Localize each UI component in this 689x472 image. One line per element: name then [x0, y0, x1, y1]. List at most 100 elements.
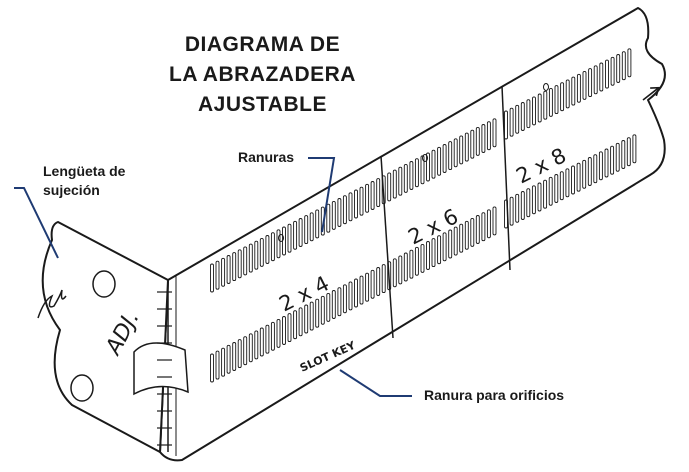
key-slot-callout: Ranura para orificios: [424, 387, 565, 403]
slot: [486, 209, 491, 239]
slot: [376, 267, 381, 296]
slot: [526, 99, 531, 129]
slot: [226, 344, 231, 374]
slot: [565, 168, 570, 198]
slot: [599, 62, 604, 92]
slot: [610, 145, 615, 175]
key-slot-leader-line: [339, 369, 412, 397]
slot: [531, 185, 536, 215]
slot: [265, 324, 270, 354]
slot: [320, 295, 325, 325]
slot: [621, 140, 626, 169]
fold-notch: [133, 342, 189, 396]
slot: [365, 272, 370, 302]
upper-slot-row-a: [210, 118, 497, 293]
tab-hole-lower: [70, 374, 94, 402]
title-line-2: LA ABRAZADERA: [169, 63, 356, 86]
slot: [420, 243, 425, 273]
slot-rows: [210, 48, 637, 383]
slot: [437, 146, 442, 176]
slot: [210, 353, 214, 383]
slot: [342, 195, 347, 225]
slot: [481, 212, 486, 242]
slot: [576, 73, 581, 103]
slot: [459, 135, 464, 165]
slots-leader-line: [308, 157, 336, 233]
slot: [304, 304, 309, 334]
upper-slot-row-b: [504, 48, 632, 140]
slot: [470, 217, 475, 247]
slot: [582, 70, 587, 100]
slot: [370, 181, 375, 210]
slot: [470, 129, 475, 159]
slot: [243, 246, 248, 276]
slot: [387, 172, 392, 202]
slot: [326, 203, 331, 233]
slot: [604, 148, 609, 178]
slot: [588, 68, 593, 98]
slot: [309, 212, 314, 242]
slot: [571, 76, 576, 106]
slot: [582, 159, 587, 189]
slot: [359, 275, 364, 305]
title-line-3: AJUSTABLE: [198, 93, 327, 116]
slot: [615, 142, 620, 172]
slot: [354, 189, 358, 219]
slot: [481, 124, 486, 153]
nail-hole-1: [278, 234, 284, 242]
slot: [210, 263, 214, 293]
slot: [409, 249, 414, 279]
slot: [515, 104, 520, 134]
slot: [543, 90, 548, 120]
slot: [232, 252, 237, 282]
slot: [431, 238, 436, 268]
slot: [632, 134, 637, 164]
slot: [621, 51, 626, 81]
nail-hole-3: [543, 83, 549, 91]
slot: [331, 200, 336, 230]
tab-hole-upper: [92, 270, 116, 298]
slot: [370, 269, 375, 299]
slots-callout: Ranuras: [238, 149, 295, 165]
slot: [381, 264, 386, 294]
slot: [598, 151, 603, 181]
slot: [221, 257, 226, 287]
slot: [560, 82, 565, 112]
slot: [248, 333, 253, 363]
slot: [486, 121, 491, 151]
slot: [359, 186, 364, 216]
slot: [626, 137, 631, 167]
slot: [215, 260, 220, 290]
slot: [426, 241, 430, 270]
slot: [387, 261, 392, 291]
slot: [226, 255, 231, 284]
slot: [254, 240, 259, 270]
slot: [587, 157, 592, 186]
slot: [627, 48, 632, 78]
slot: [304, 215, 309, 245]
slot: [265, 235, 270, 264]
slot: [565, 79, 570, 109]
slot: [298, 307, 303, 337]
slot: [248, 243, 253, 273]
slot: [593, 154, 598, 184]
section-divider-2: [501, 85, 511, 271]
slot: [337, 287, 342, 317]
slot: [309, 301, 314, 331]
slot: [426, 152, 430, 182]
slot: [381, 175, 386, 205]
arrow-icon: [642, 86, 660, 101]
slot: [293, 310, 298, 340]
slot: [282, 316, 286, 345]
slot: [398, 255, 403, 285]
tab-leader-line: [14, 187, 59, 259]
slot: [270, 321, 275, 351]
slot: [342, 284, 347, 314]
tab-callout-line-1: Lengüeta de: [43, 163, 126, 179]
slot: [331, 290, 336, 319]
fold-tick-marks: [157, 291, 172, 446]
slot: [537, 93, 542, 123]
slot: [526, 188, 531, 218]
slot: [337, 198, 342, 227]
